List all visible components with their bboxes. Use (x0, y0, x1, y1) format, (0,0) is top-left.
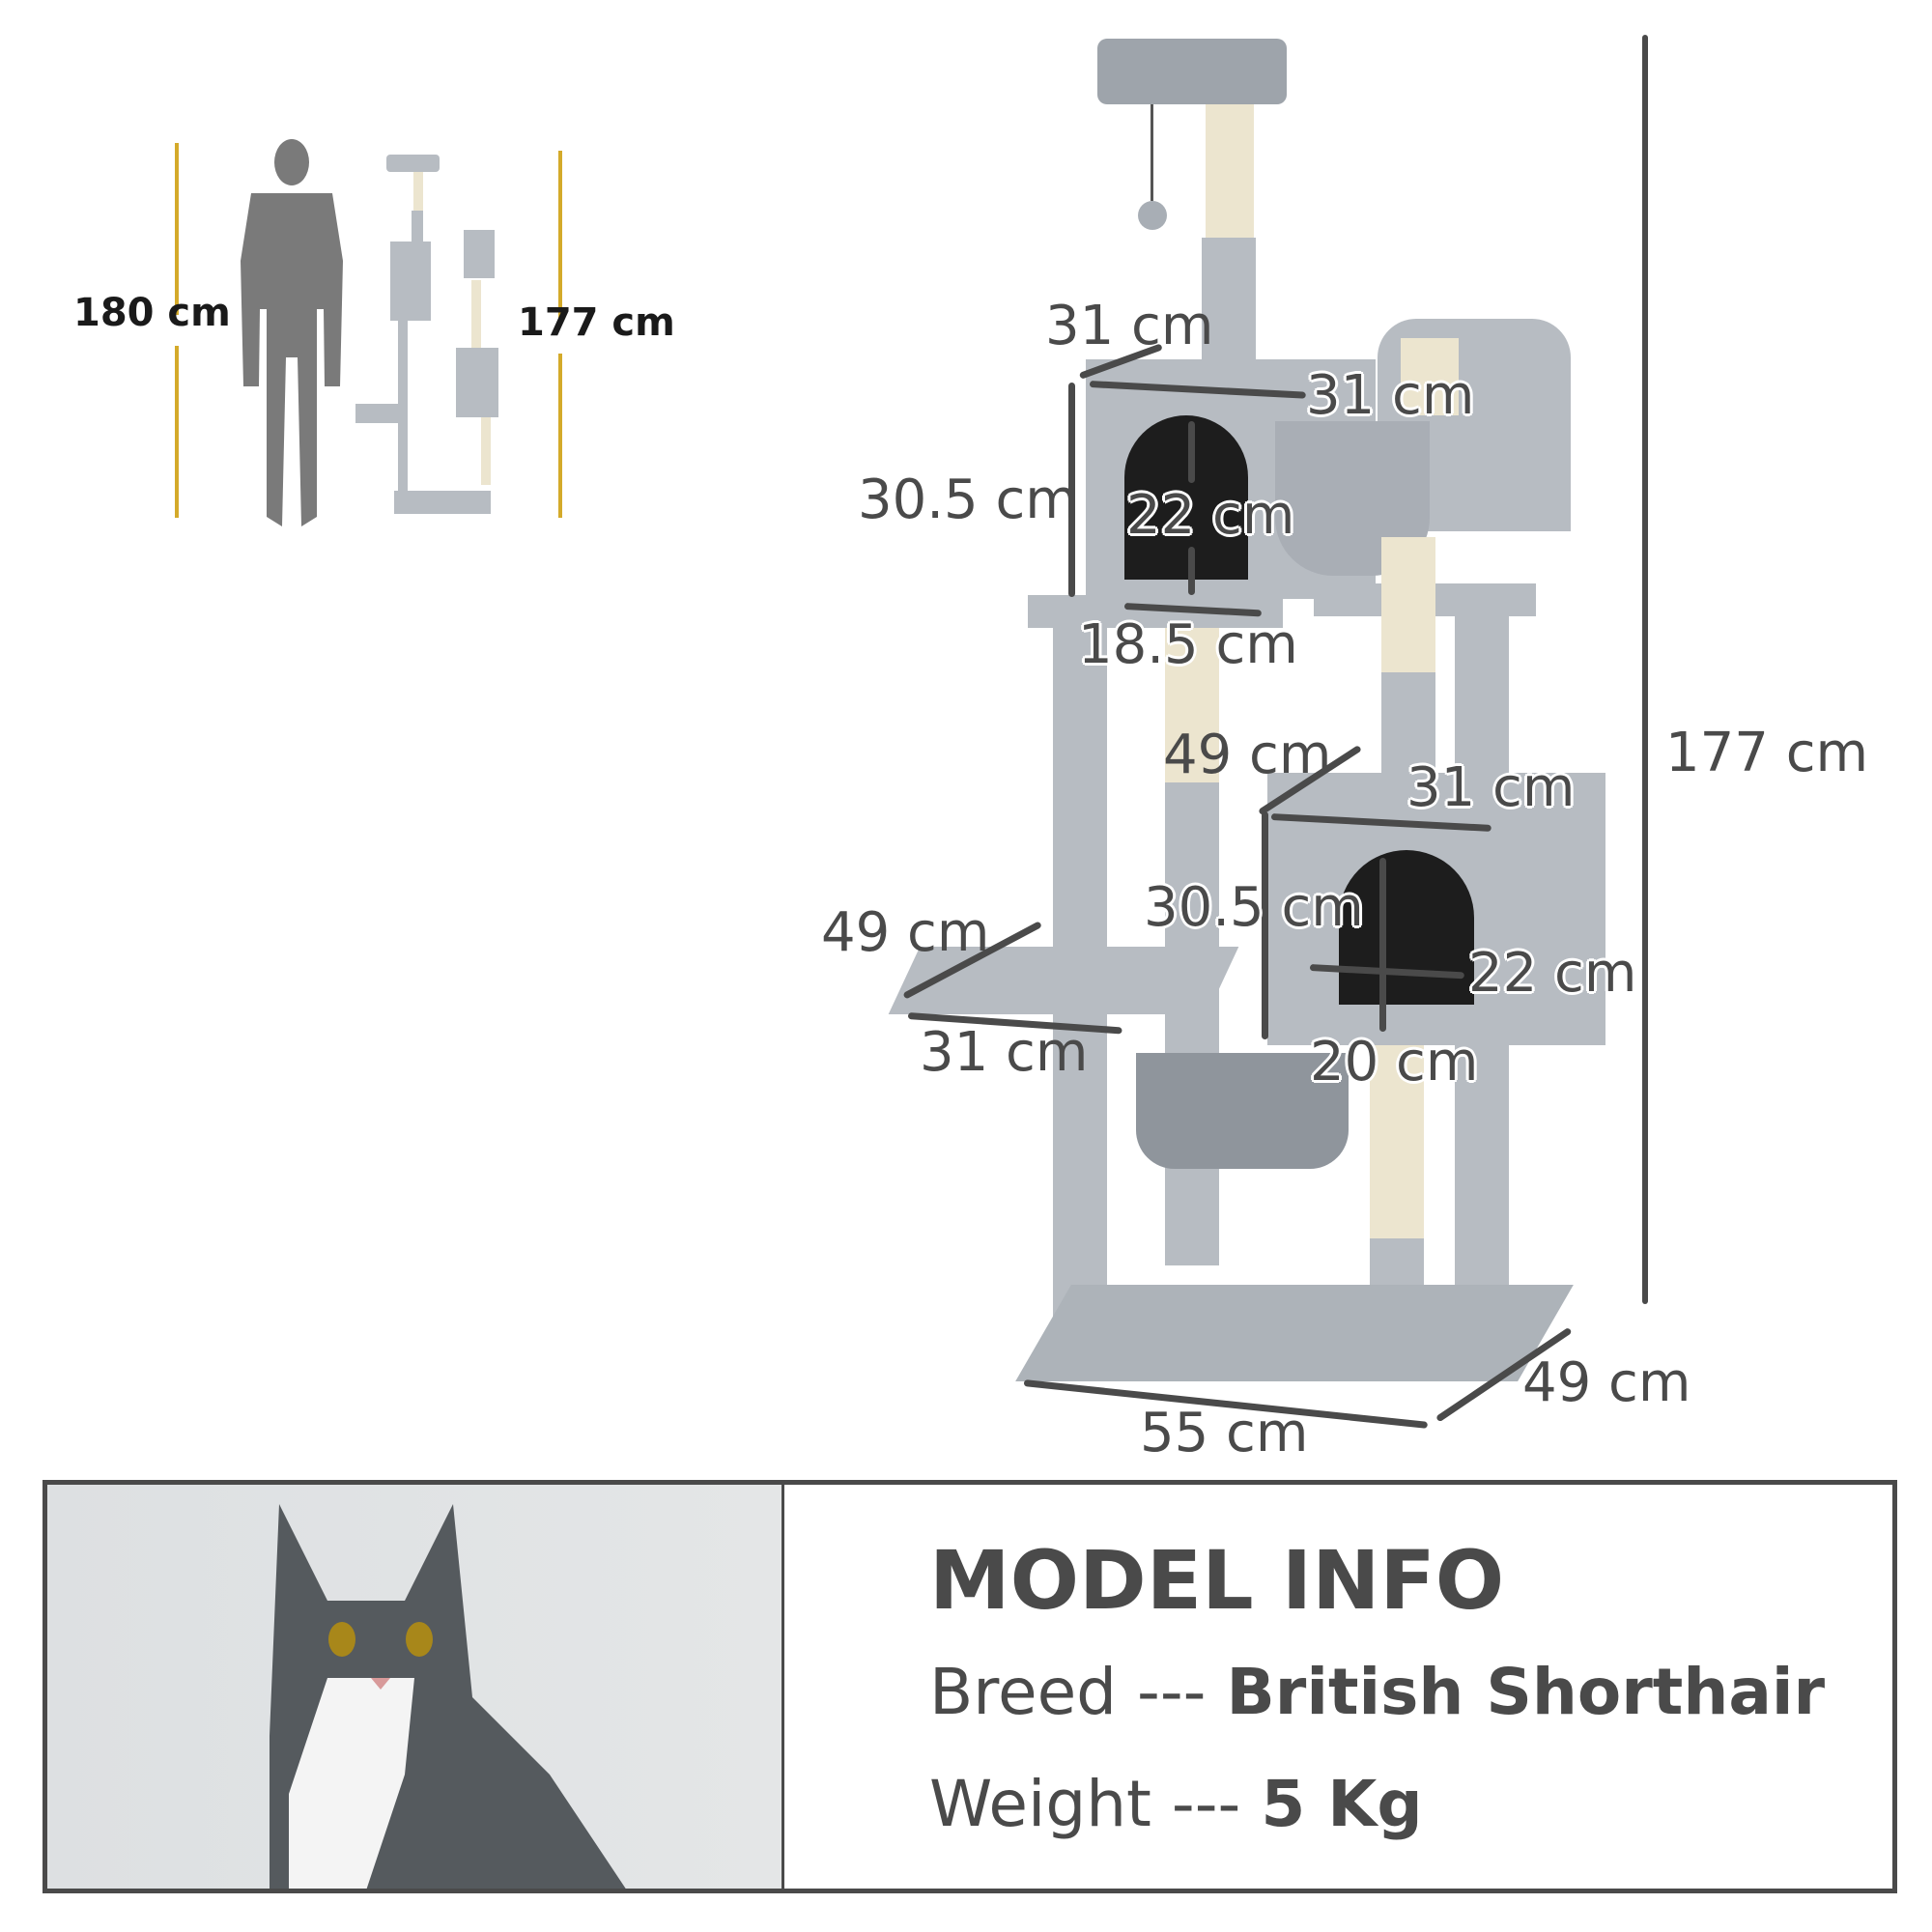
grey-white-cat-photo (47, 1485, 784, 1889)
model-info-title: MODEL INFO (929, 1533, 1505, 1628)
top-perch (1097, 39, 1287, 104)
top-house-height-label: 30.5 cm (858, 469, 1078, 531)
cat-illustration-icon (270, 1504, 626, 1889)
lower-door-width-label: 20 cm (1310, 1031, 1479, 1094)
top-door-height-label: 22 cm (1126, 484, 1295, 547)
side-platform-depth-label: 49 cm (821, 901, 990, 964)
breed-label: Breed --- (929, 1655, 1227, 1729)
toy-ball-icon (1138, 201, 1167, 230)
model-info-text: MODEL INFO Breed --- British Shorthair W… (784, 1485, 1892, 1889)
top-house-depth-label: 31 cm (1045, 295, 1214, 357)
side-platform-width-label: 31 cm (920, 1021, 1089, 1084)
base-platform (1015, 1285, 1574, 1381)
upper-depth-label: 49 cm (1163, 724, 1332, 786)
base-width-label: 55 cm (1140, 1402, 1309, 1464)
lower-sisal-post (1370, 1045, 1424, 1238)
tree-guide-line-top (558, 151, 562, 323)
lower-door-height-label: 22 cm (1468, 942, 1637, 1005)
tree-guide-line-bottom (558, 354, 562, 518)
person-guide-line-bottom (175, 346, 179, 518)
lower-house-height-label: 30.5 cm (1144, 876, 1364, 939)
person-height-label: 180 cm (73, 291, 231, 335)
model-info-panel: MODEL INFO Breed --- British Shorthair W… (43, 1480, 1897, 1893)
breed-row: Breed --- British Shorthair (929, 1655, 1825, 1729)
middle-sisal-post (1381, 537, 1435, 672)
upper-house-door (1124, 415, 1248, 580)
weight-label: Weight --- (929, 1767, 1262, 1841)
hammock (1136, 1053, 1349, 1169)
person-guide-line-top (175, 143, 179, 315)
top-house-width-label: 31 cm (1306, 364, 1475, 427)
lower-house-door (1339, 850, 1474, 1005)
lower-house-width-label: 31 cm (1406, 756, 1576, 819)
total-height-line (1642, 35, 1648, 1304)
top-door-width-label: 18.5 cm (1078, 613, 1298, 676)
total-height-label: 177 cm (1665, 722, 1869, 784)
weight-row: Weight --- 5 Kg (929, 1767, 1423, 1841)
tree-height-label: 177 cm (518, 300, 675, 345)
base-depth-label: 49 cm (1522, 1351, 1691, 1414)
person-silhouette-icon (241, 139, 343, 526)
breed-value: British Shorthair (1226, 1655, 1826, 1729)
top-sisal-post (1206, 104, 1254, 240)
weight-value: 5 Kg (1261, 1767, 1423, 1841)
